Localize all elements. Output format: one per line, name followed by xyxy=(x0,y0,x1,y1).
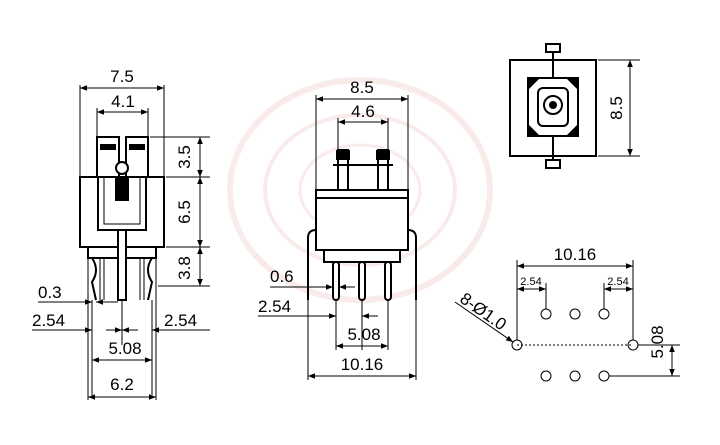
dim-side-height-actuator: 3.5 xyxy=(175,145,194,169)
front-pin-2 xyxy=(358,261,366,301)
actuator-right-tab xyxy=(129,144,145,150)
dim-footprint-pitch-left: 2.54 xyxy=(520,276,541,288)
actuator-right-leg xyxy=(125,136,149,178)
dim-side-width-top: 4.1 xyxy=(111,92,135,111)
plunger-slot xyxy=(115,177,129,201)
dim-top-height: 8.5 xyxy=(607,96,626,120)
footprint-hole xyxy=(569,308,581,320)
footprint-hole xyxy=(540,308,552,320)
dim-side-height-pins: 3.8 xyxy=(175,256,194,280)
actuator-left-tab xyxy=(100,144,116,150)
pcb-footprint xyxy=(511,308,639,382)
dim-side-width-total: 7.5 xyxy=(110,67,134,86)
footprint-hole xyxy=(569,370,581,382)
dim-side-pitch-center: 5.08 xyxy=(108,339,141,358)
footprint-hole xyxy=(540,370,552,382)
dim-side-height-body: 6.5 xyxy=(175,200,194,224)
top-view xyxy=(509,43,597,169)
dim-front-pin-width: 0.6 xyxy=(270,267,294,286)
front-pin-1 xyxy=(332,261,340,301)
dim-front-width-total: 8.5 xyxy=(350,78,374,97)
center-stem xyxy=(117,229,127,301)
dim-side-pitch-right: 2.54 xyxy=(164,311,197,330)
dim-front-pitch: 2.54 xyxy=(258,297,291,316)
side-view xyxy=(79,136,165,301)
dim-side-pin-thickness: 0.3 xyxy=(38,283,62,302)
front-view-dimensions: 8.5 4.6 0.6 2.54 5.08 10.16 xyxy=(258,78,417,380)
front-body xyxy=(315,189,409,251)
dim-front-width-top: 4.6 xyxy=(351,102,375,121)
dim-footprint-height: 5.08 xyxy=(648,325,667,358)
dim-side-width-bottom: 6.2 xyxy=(110,375,134,394)
side-view-dimensions: 7.5 4.1 3.5 6.5 3.8 0.3 2.54 2.54 5.08 6… xyxy=(32,67,210,400)
footprint-hole xyxy=(598,370,610,382)
dim-footprint-width-total: 10.16 xyxy=(554,245,597,264)
dim-side-pitch-left: 2.54 xyxy=(32,311,65,330)
actuator-ball xyxy=(115,161,129,175)
dim-front-pitch-center: 5.08 xyxy=(347,325,380,344)
dim-footprint-hole-spec: 8-Ø1.0 xyxy=(456,289,509,334)
front-view xyxy=(307,149,417,301)
top-view-dimensions: 8.5 xyxy=(598,59,640,157)
dim-front-width-bottom: 10.16 xyxy=(341,355,384,374)
front-pin-3 xyxy=(384,261,392,301)
footprint-hole xyxy=(598,308,610,320)
dim-footprint-pitch-right: 2.54 xyxy=(607,276,628,288)
footprint-dimensions: 10.16 2.54 2.54 8-Ø1.0 5.08 xyxy=(454,245,680,377)
